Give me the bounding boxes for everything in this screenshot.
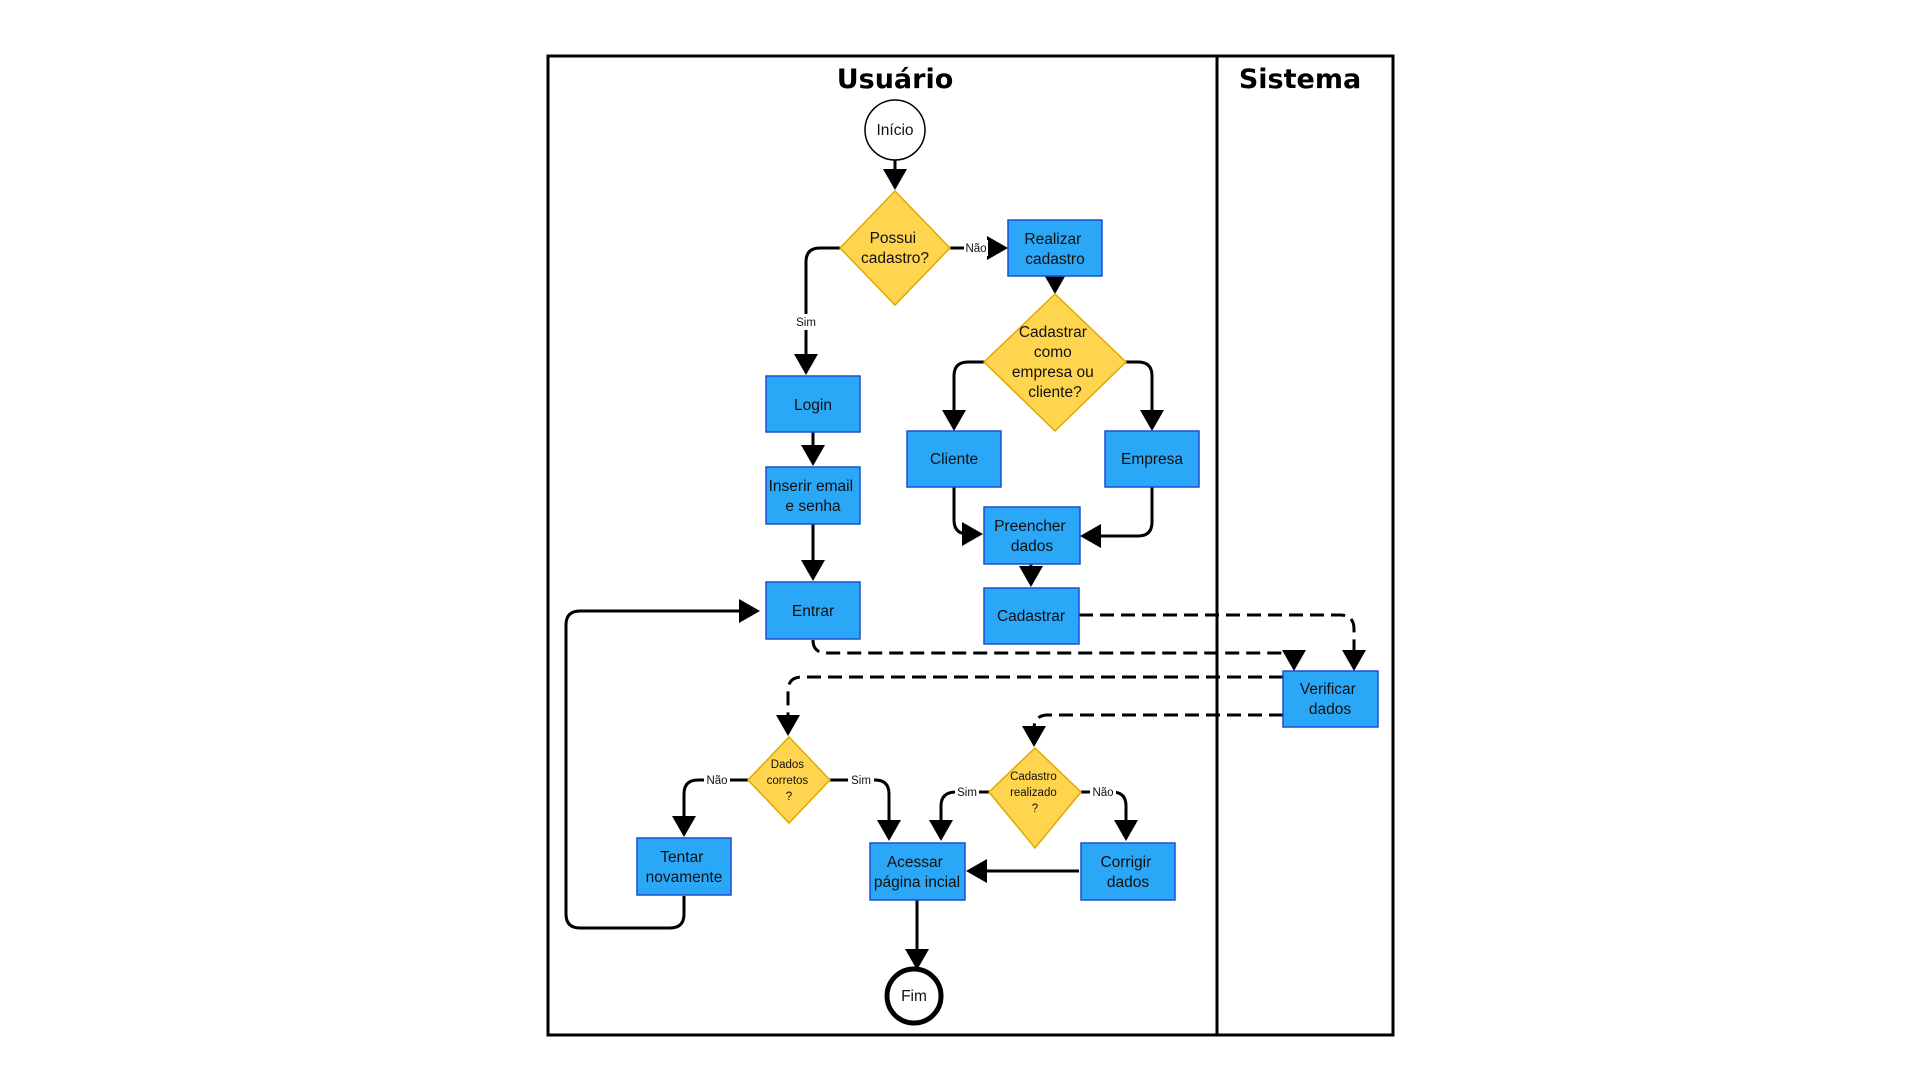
process-enter — [765, 581, 861, 640]
process-client — [906, 430, 1002, 488]
decision-has-account — [838, 189, 952, 307]
edge-question-to-client — [942, 360, 985, 431]
process-fix-data-label: Corrigir dados — [1100, 854, 1155, 891]
decision-registration-done-label: Cadastro realizado ? — [1010, 771, 1060, 815]
process-company-label: Empresa — [1121, 451, 1183, 468]
process-fill-data — [983, 506, 1081, 565]
edge-verify-to-registration — [1022, 713, 1283, 747]
edge-question-to-company — [1125, 360, 1164, 431]
decision-has-account-label: Possui cadastro? — [861, 230, 929, 267]
process-access-home-label: Acessar página incial — [874, 854, 960, 891]
process-access-home — [869, 842, 966, 901]
label-registration-no: Não — [1092, 787, 1113, 799]
process-register-label: Realizar cadastro — [1024, 231, 1085, 268]
process-company — [1104, 430, 1200, 488]
process-try-again-label: Tentar novamente — [646, 849, 723, 886]
label-has-account-yes: Sim — [796, 317, 816, 329]
decision-data-correct-label: Dados corretos ? — [767, 759, 812, 803]
decision-register-as — [982, 292, 1128, 433]
process-fill-data-label: Preencher dados — [994, 518, 1070, 555]
process-client-label: Cliente — [930, 451, 978, 468]
process-try-again — [636, 837, 732, 896]
label-registration-yes: Sim — [957, 787, 977, 799]
process-login-label: Login — [794, 397, 832, 414]
start-node — [864, 99, 926, 161]
process-enter-credentials — [765, 466, 861, 525]
label-data-correct-no: Não — [706, 775, 727, 787]
edge-submit-to-verify — [1079, 613, 1366, 671]
swimlane-frame — [546, 54, 1395, 1037]
edge-has-account-yes — [794, 246, 840, 375]
edge-data-correct-yes — [830, 778, 901, 841]
process-submit-register — [983, 587, 1080, 645]
decision-data-correct — [746, 735, 832, 825]
dashed-edges — [776, 613, 1366, 747]
decision-register-as-label: Cadastrar como empresa ou cliente? — [1012, 324, 1098, 401]
edge-company-to-fill — [1080, 487, 1154, 548]
edge-enter-to-verify — [811, 639, 1306, 671]
end-node-label: Fim — [901, 988, 927, 1005]
edge-labels: Não Sim Não Sim Sim Não — [704, 240, 1116, 800]
process-submit-register-label: Cadastrar — [997, 608, 1065, 625]
process-verify-data — [1282, 670, 1379, 728]
start-node-label: Início — [876, 122, 913, 139]
edge-data-correct-no — [672, 778, 748, 837]
edge-try-again-loop — [564, 599, 760, 930]
decision-registration-done — [987, 746, 1083, 850]
process-login — [765, 375, 861, 433]
process-verify-data-label: Verificar dados — [1300, 681, 1360, 718]
lane-title-system: Sistema — [1239, 64, 1361, 95]
label-data-correct-yes: Sim — [851, 775, 871, 787]
lane-title-user: Usuário — [837, 64, 954, 95]
edge-client-to-fill — [952, 487, 983, 546]
label-has-account-no: Não — [965, 243, 986, 255]
process-fix-data — [1080, 842, 1176, 901]
edge-verify-to-data-correct — [776, 675, 1283, 736]
process-enter-credentials-label: Inserir email e senha — [769, 478, 858, 515]
process-register — [1007, 219, 1103, 277]
process-enter-label: Entrar — [792, 603, 834, 620]
end-node — [884, 966, 944, 1026]
